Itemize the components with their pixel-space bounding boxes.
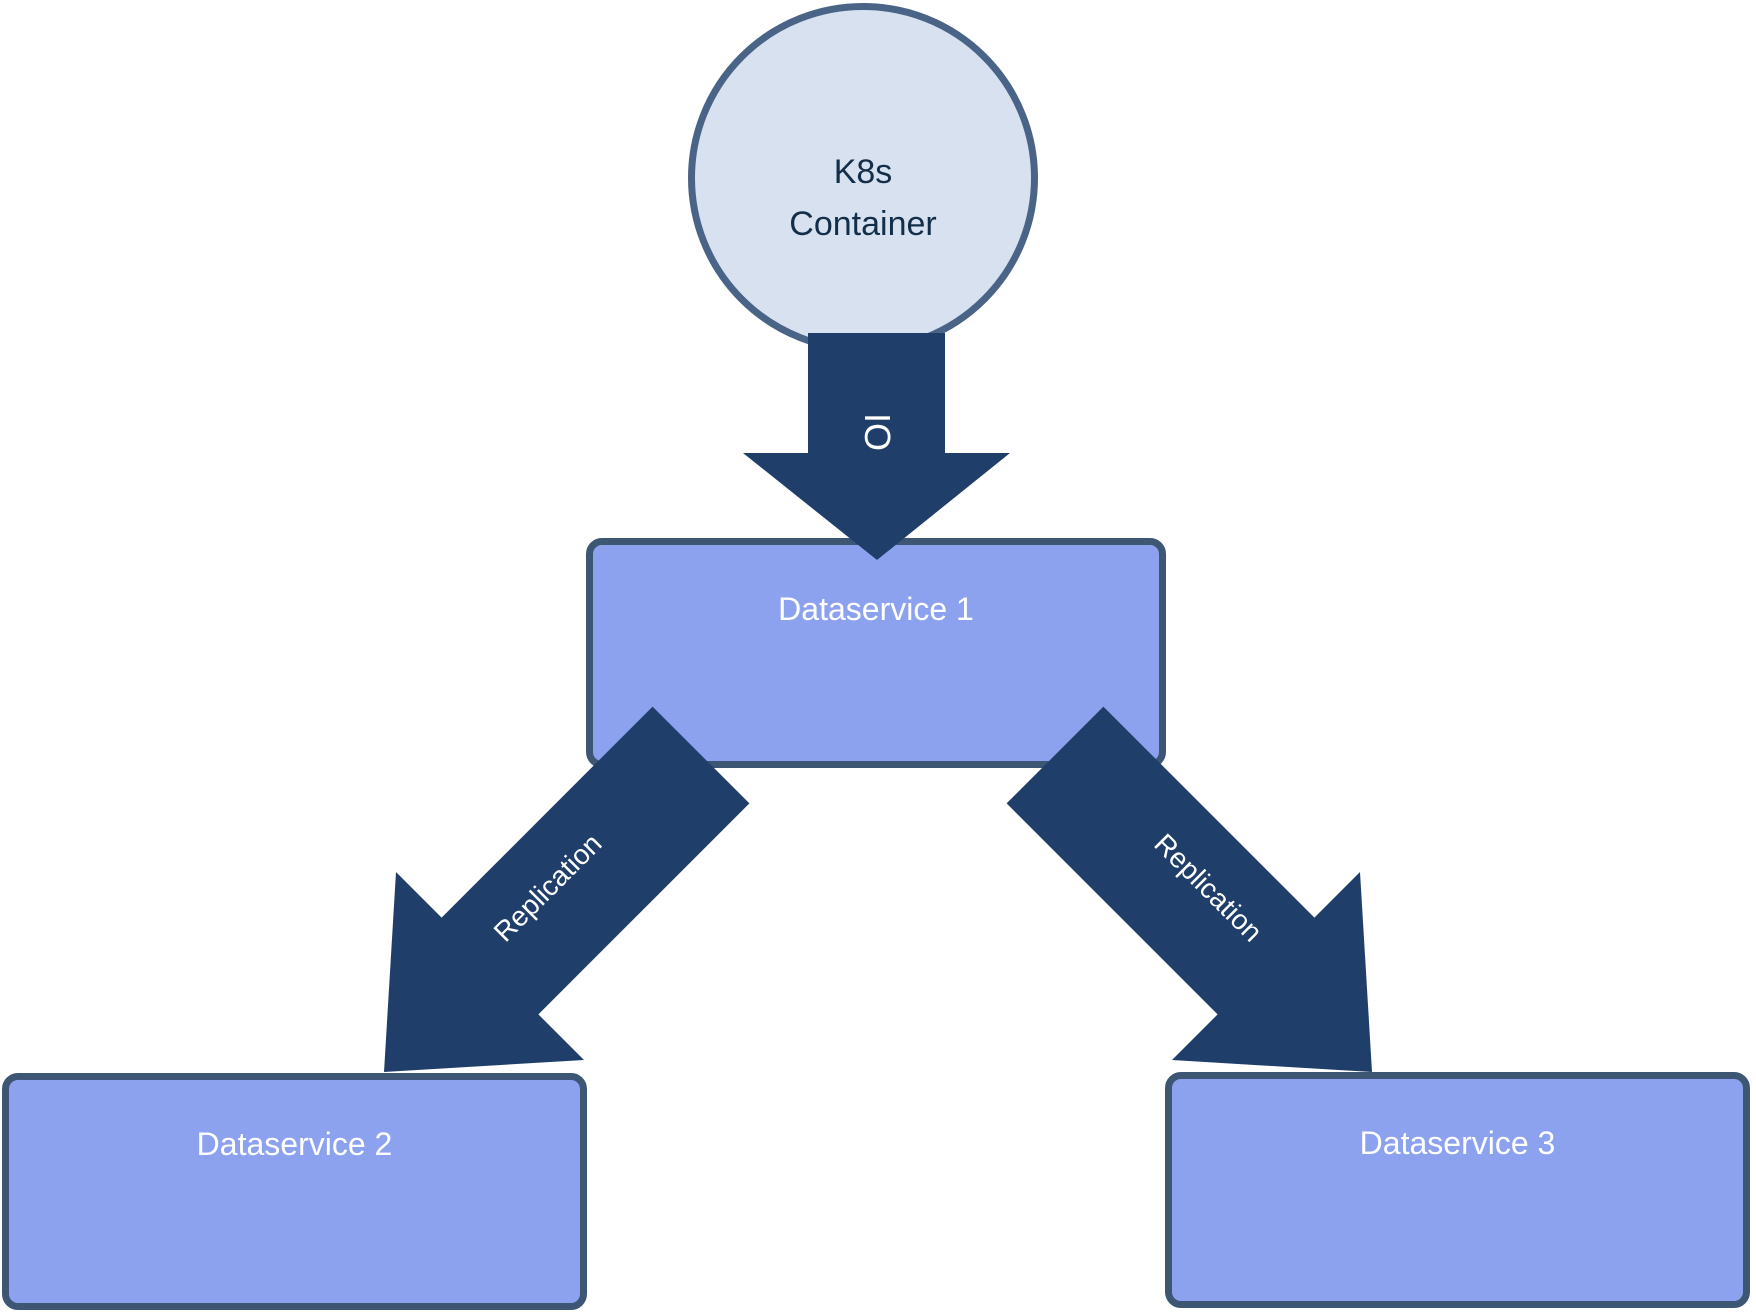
replication-left-label: Replication bbox=[487, 827, 608, 948]
dataservice-1-label: Dataservice 1 bbox=[778, 591, 974, 627]
dataservice-3-node: Dataservice 3 bbox=[1165, 1072, 1750, 1308]
dataservice-3-label: Dataservice 3 bbox=[1359, 1125, 1556, 1161]
dataservice-2-label: Dataservice 2 bbox=[196, 1126, 393, 1162]
io-arrow-label: IO bbox=[857, 412, 898, 452]
replication-right-label: Replication bbox=[1148, 827, 1269, 948]
dataservice-1-node: Dataservice 1 bbox=[586, 538, 1166, 768]
k8s-label-line1: K8s bbox=[833, 153, 893, 191]
dataservice-2-node: Dataservice 2 bbox=[2, 1073, 587, 1310]
k8s-label-line2: Container bbox=[789, 205, 937, 243]
k8s-container-node: K8s Container bbox=[688, 3, 1038, 353]
